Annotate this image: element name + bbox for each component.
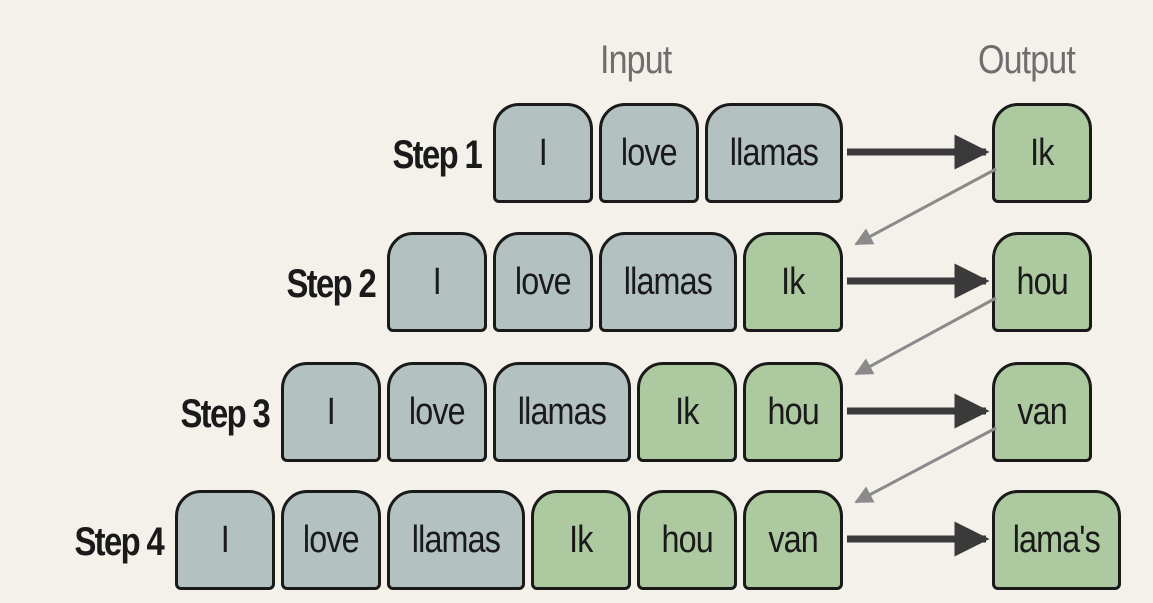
output-token-container: van	[992, 362, 1092, 462]
token-text: I	[432, 260, 442, 303]
generated-token: Ik	[637, 362, 737, 462]
token-text: llamas	[729, 131, 819, 174]
token-text: Ik	[675, 390, 699, 433]
output-token-container: hou	[992, 232, 1092, 332]
token-text: love	[303, 518, 360, 561]
step-label-container: Step 2	[0, 232, 376, 332]
generated-token: hou	[637, 490, 737, 590]
token-text: Ik	[569, 518, 593, 561]
input-token: llamas	[493, 362, 631, 462]
step-label: Step 1	[392, 133, 482, 177]
generated-token: hou	[743, 362, 843, 462]
output-token: lama's	[992, 490, 1121, 590]
input-token: llamas	[705, 103, 843, 203]
token-text: llamas	[623, 260, 713, 303]
step-label-container: Step 3	[0, 362, 270, 462]
output-token: Ik	[992, 103, 1092, 203]
input-token: love	[281, 490, 381, 590]
token-text: I	[538, 131, 548, 174]
input-token: I	[387, 232, 487, 332]
feedback-arrow	[854, 296, 997, 376]
output-header: Output	[978, 38, 1076, 82]
input-token: I	[281, 362, 381, 462]
output-token-text: Ik	[1030, 131, 1054, 174]
input-token: I	[175, 490, 275, 590]
token-text: I	[326, 390, 336, 433]
generated-token: van	[743, 490, 843, 590]
token-text: llamas	[517, 390, 607, 433]
token-text: Ik	[781, 260, 805, 303]
token-text: van	[768, 518, 818, 561]
generated-token: Ik	[743, 232, 843, 332]
input-token: I	[493, 103, 593, 203]
feedback-arrow	[854, 167, 997, 246]
step-label: Step 3	[180, 392, 270, 436]
input-token: llamas	[387, 490, 525, 590]
output-token: hou	[992, 232, 1092, 332]
token-text: hou	[767, 390, 819, 433]
input-token: love	[387, 362, 487, 462]
output-token-container: Ik	[992, 103, 1092, 203]
output-token-text: lama's	[1012, 518, 1101, 561]
output-token-text: van	[1017, 390, 1067, 433]
output-token: van	[992, 362, 1092, 462]
input-token: llamas	[599, 232, 737, 332]
step-label-container: Step 4	[0, 490, 164, 590]
feedback-arrow	[854, 426, 997, 504]
input-token: love	[599, 103, 699, 203]
input-token: love	[493, 232, 593, 332]
output-token-container: lama's	[992, 490, 1121, 590]
step-label: Step 4	[74, 520, 164, 564]
token-text: love	[621, 131, 678, 174]
token-text: hou	[661, 518, 713, 561]
step-label-container: Step 1	[0, 103, 482, 203]
input-header: Input	[600, 38, 672, 82]
output-token-text: hou	[1016, 260, 1068, 303]
generated-token: Ik	[531, 490, 631, 590]
token-text: llamas	[411, 518, 501, 561]
token-text: I	[220, 518, 230, 561]
token-text: love	[515, 260, 572, 303]
step-label: Step 2	[286, 262, 376, 306]
token-text: love	[409, 390, 466, 433]
